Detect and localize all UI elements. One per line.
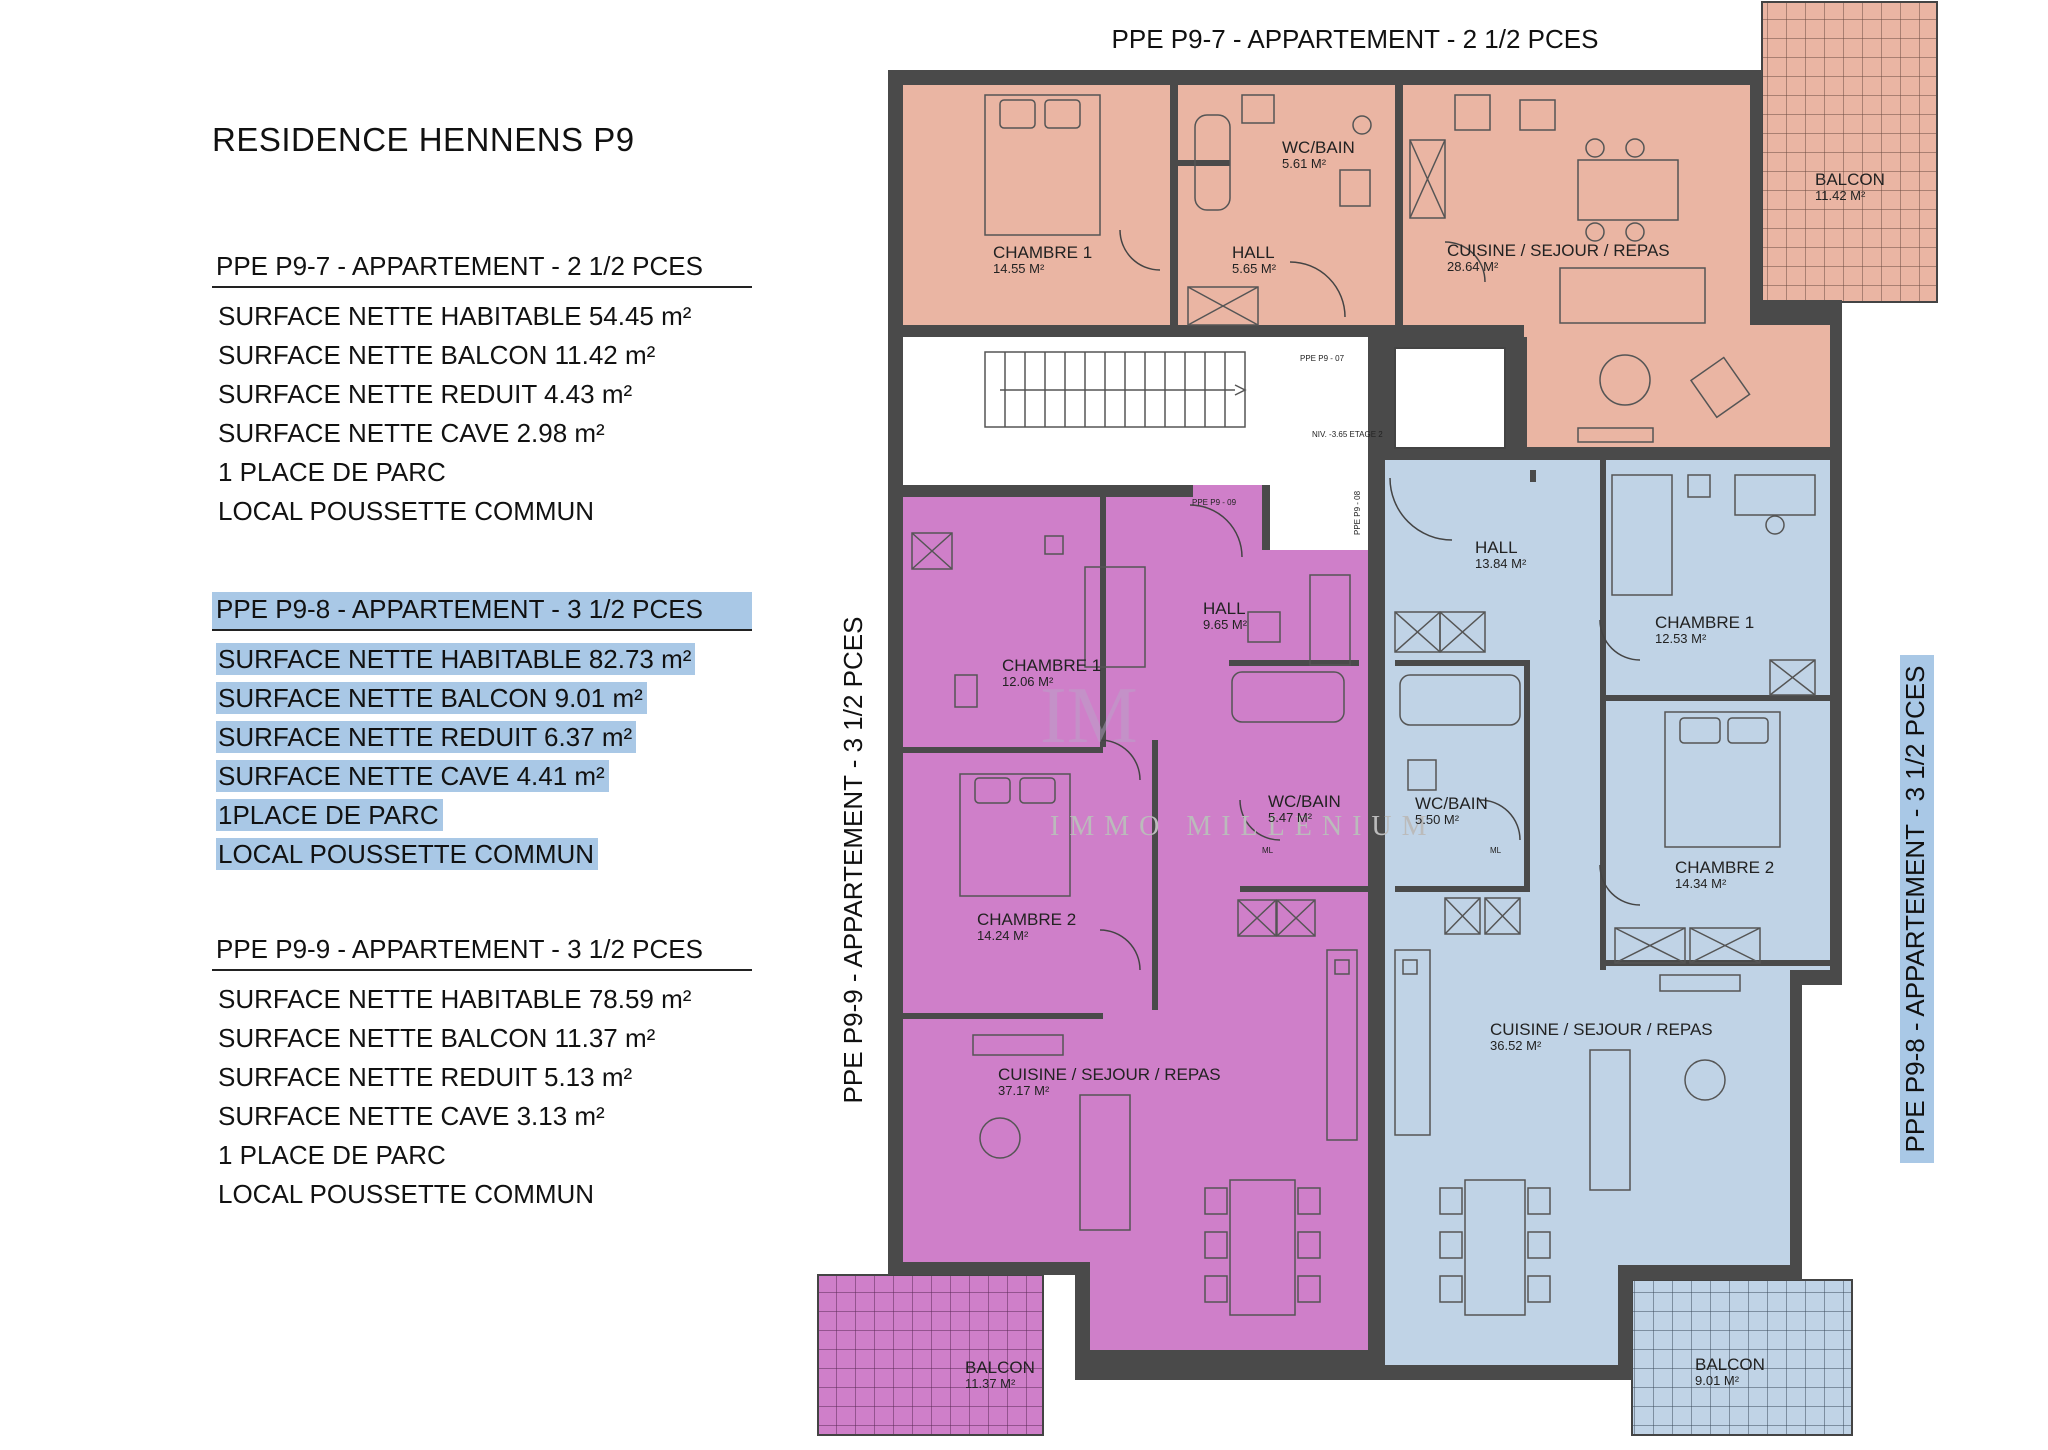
surface-line: SURFACE NETTE BALCON 9.01 m² bbox=[216, 680, 752, 719]
door-tag-p9-09: PPE P9 - 09 bbox=[1192, 498, 1237, 507]
surface-line: SURFACE NETTE REDUIT 5.13 m² bbox=[218, 1062, 633, 1092]
parking-line: 1 PLACE DE PARC bbox=[218, 1140, 446, 1170]
surface-line: SURFACE NETTE HABITABLE 54.45 m² bbox=[218, 301, 692, 331]
staircase bbox=[984, 351, 1247, 428]
apartment-heading: PPE P9-9 - APPARTEMENT - 3 1/2 PCES bbox=[212, 932, 752, 971]
furniture-p9-9 bbox=[911, 532, 1358, 1316]
room-area: 11.42 M² bbox=[1815, 188, 1866, 203]
surface-line: SURFACE NETTE CAVE 4.41 m² bbox=[216, 758, 752, 797]
room-area: 14.24 M² bbox=[977, 928, 1029, 943]
stroller-room-line: LOCAL POUSSETTE COMMUN bbox=[218, 496, 595, 526]
room-area: 12.53 M² bbox=[1655, 631, 1707, 646]
room-area: 11.37 M² bbox=[965, 1376, 1016, 1391]
room-area: 36.52 M² bbox=[1490, 1038, 1542, 1053]
plan-label-left: PPE P9-9 - APPARTEMENT - 3 1/2 PCES bbox=[838, 617, 868, 1104]
room-name: CUISINE / SEJOUR / REPAS bbox=[1447, 241, 1670, 260]
surface-line: SURFACE NETTE CAVE 3.13 m² bbox=[218, 1101, 605, 1131]
room-name: CUISINE / SEJOUR / REPAS bbox=[998, 1065, 1221, 1084]
room-area: 12.06 M² bbox=[1002, 674, 1054, 689]
room-name: HALL bbox=[1203, 599, 1246, 618]
surface-line: SURFACE NETTE HABITABLE 82.73 m² bbox=[216, 641, 752, 680]
plan-label-right-highlight bbox=[1900, 655, 1934, 1163]
room-name: WC/BAIN bbox=[1415, 794, 1488, 813]
door-tag-p9-07: PPE P9 - 07 bbox=[1300, 354, 1345, 363]
parking-line: 1PLACE DE PARC bbox=[216, 797, 752, 836]
plan-label-right: PPE P9-8 - APPARTEMENT - 3 1/2 PCES bbox=[1900, 666, 1930, 1153]
room-area: 5.61 M² bbox=[1282, 156, 1327, 171]
apartment-heading: PPE P9-8 - APPARTEMENT - 3 1/2 PCES bbox=[212, 592, 752, 631]
room-name: BALCON bbox=[1695, 1355, 1765, 1374]
surface-line: SURFACE NETTE BALCON 11.42 m² bbox=[218, 340, 656, 370]
apartment-heading: PPE P9-7 - APPARTEMENT - 2 1/2 PCES bbox=[212, 249, 752, 288]
ml-tag: ML bbox=[1262, 846, 1274, 855]
room-name: CHAMBRE 1 bbox=[993, 243, 1092, 262]
parking-line: 1 PLACE DE PARC bbox=[218, 457, 446, 487]
room-area: 14.34 M² bbox=[1675, 876, 1727, 891]
page-title: RESIDENCE HENNENS P9 bbox=[212, 121, 635, 158]
room-area: 5.47 M² bbox=[1268, 810, 1313, 825]
room-name: CHAMBRE 1 bbox=[1002, 656, 1101, 675]
elevator bbox=[1394, 347, 1506, 449]
plan-label-top: PPE P9-7 - APPARTEMENT - 2 1/2 PCES bbox=[1112, 24, 1599, 54]
door-swings bbox=[1099, 229, 1641, 971]
room-area: 28.64 M² bbox=[1447, 259, 1499, 274]
room-name: CHAMBRE 2 bbox=[977, 910, 1076, 929]
room-name: CHAMBRE 1 bbox=[1655, 613, 1754, 632]
room-area: 9.65 M² bbox=[1203, 617, 1248, 632]
landing-area bbox=[1266, 337, 1368, 550]
apartment-p9-9-area bbox=[903, 485, 1368, 1350]
room-area: 9.01 M² bbox=[1695, 1373, 1740, 1388]
apartment-p9-7-area bbox=[903, 85, 1830, 447]
watermark-logo: IM bbox=[1040, 672, 1138, 760]
stroller-room-line: LOCAL POUSSETTE COMMUN bbox=[218, 1179, 595, 1209]
surface-line: SURFACE NETTE REDUIT 4.43 m² bbox=[218, 379, 633, 409]
watermark: IMMO MILLENIUM IM bbox=[1040, 672, 1437, 842]
surface-line: SURFACE NETTE REDUIT 6.37 m² bbox=[216, 719, 752, 758]
apartment-summary-p9-8: PPE P9-8 - APPARTEMENT - 3 1/2 PCES SURF… bbox=[212, 592, 752, 875]
balcony-p9-9 bbox=[817, 1274, 1044, 1436]
room-name: CHAMBRE 2 bbox=[1675, 858, 1774, 877]
furniture-p9-8 bbox=[1394, 474, 1816, 1316]
room-area: 37.17 M² bbox=[998, 1083, 1050, 1098]
door-tag-p9-08: PPE P9 - 08 bbox=[1353, 490, 1362, 535]
room-area: 14.55 M² bbox=[993, 261, 1045, 276]
surface-line: SURFACE NETTE BALCON 11.37 m² bbox=[218, 1023, 656, 1053]
furniture-p9-7 bbox=[984, 94, 1751, 443]
room-area: 13.84 M² bbox=[1475, 556, 1527, 571]
level-tag: NIV. -3.65 ETAGE 2 bbox=[1312, 430, 1383, 439]
apartment-summary-p9-7: PPE P9-7 - APPARTEMENT - 2 1/2 PCES SURF… bbox=[212, 249, 752, 532]
room-name: HALL bbox=[1232, 243, 1275, 262]
room-name: CUISINE / SEJOUR / REPAS bbox=[1490, 1020, 1713, 1039]
interior-walls bbox=[903, 85, 1830, 1365]
room-name: HALL bbox=[1475, 538, 1518, 557]
balcony-p9-7 bbox=[1761, 1, 1938, 303]
room-name: BALCON bbox=[1815, 170, 1885, 189]
apartment-summary-p9-9: PPE P9-9 - APPARTEMENT - 3 1/2 PCES SURF… bbox=[212, 932, 752, 1215]
room-name: BALCON bbox=[965, 1358, 1035, 1377]
ml-tag: ML bbox=[1490, 846, 1502, 855]
room-name: WC/BAIN bbox=[1268, 792, 1341, 811]
surface-line: SURFACE NETTE HABITABLE 78.59 m² bbox=[218, 984, 692, 1014]
room-name: WC/BAIN bbox=[1282, 138, 1355, 157]
apartment-p9-8-area bbox=[1385, 460, 1830, 1365]
room-area: 5.50 M² bbox=[1415, 812, 1460, 827]
surface-line: SURFACE NETTE CAVE 2.98 m² bbox=[218, 418, 605, 448]
watermark-text: IMMO MILLENIUM bbox=[1050, 811, 1437, 842]
room-area: 5.65 M² bbox=[1232, 261, 1277, 276]
stroller-room-line: LOCAL POUSSETTE COMMUN bbox=[216, 836, 752, 875]
